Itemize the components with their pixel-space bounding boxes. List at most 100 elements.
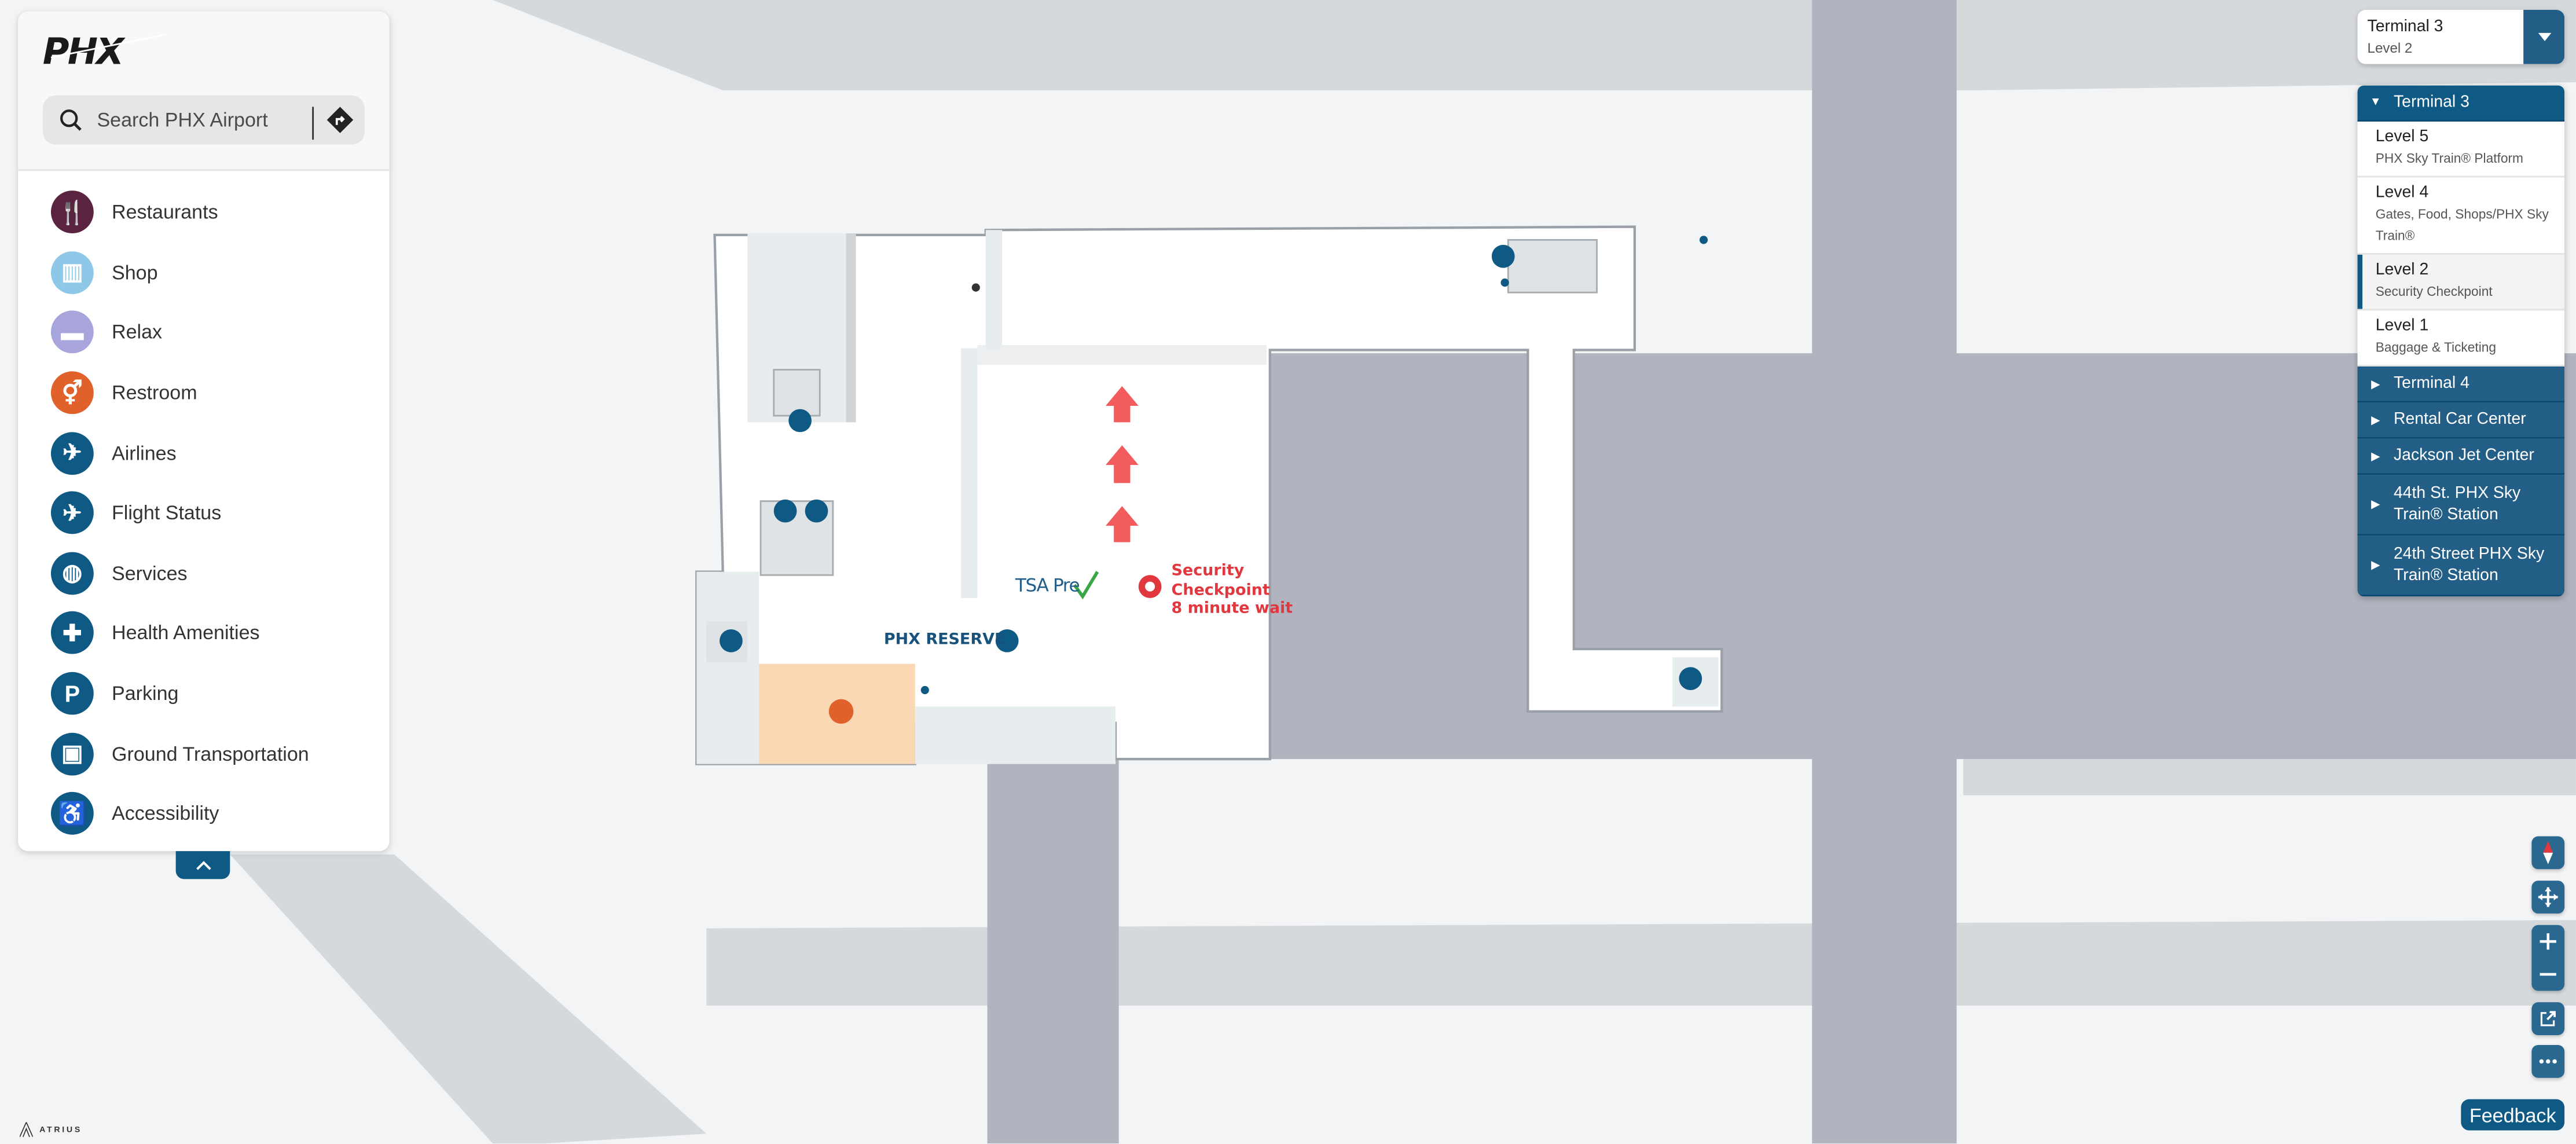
elevator-icon [1679,667,1702,690]
phx-reserve-label[interactable]: PHX RESERVE [883,630,1006,650]
atrius-logo: ATRIUS [20,1122,82,1137]
restroom-icon [828,699,854,724]
up-arrow-icon [1105,386,1139,542]
collapse-sidebar-button[interactable] [175,851,230,879]
building-option[interactable]: ▶24th Street PHX Sky Train® Station [2357,536,2565,597]
checkmark-icon [1073,571,1099,600]
caret-right-icon: ▶ [2371,379,2380,391]
tsa-precheck-label: TSA Pre [1015,575,1080,597]
security-wait: 8 minute wait [1171,599,1293,618]
caret-right-icon: ▶ [2371,415,2380,427]
elevator-icon [720,629,743,652]
armchair-icon: ▬ [50,311,94,354]
phx-logo: PHX [43,31,166,67]
plus-icon [2540,933,2556,950]
airline-counter-icon: ✈ [50,431,94,475]
caret-right-icon: ▶ [2371,559,2380,571]
category-relax[interactable]: ▬ Relax [18,303,389,363]
category-label: Relax [111,321,163,344]
category-airlines[interactable]: ✈ Airlines [18,423,389,483]
building-option[interactable]: ▶ 44th St. PHX Sky Train® Station [2357,475,2565,536]
category-parking[interactable]: P Parking [18,663,389,724]
category-health-amenities[interactable]: ✚Health Amenities [18,603,389,663]
zoom-in-button[interactable] [2540,925,2556,958]
building-label: Jackson Jet Center [2393,446,2534,465]
category-shop[interactable]: ▥Shop [18,243,389,303]
level-name: Level 4 [2375,184,2429,203]
pan-button[interactable] [2531,881,2565,914]
escalator-icon [1491,244,1515,268]
category-label: Restaurants [111,201,218,224]
category-ground-transportation[interactable]: ▣ Ground Transportation [18,724,389,784]
sidebar-panel: PHX 🍴 Restaurants ▥Shop ▬ Relax ⚥Restroom ✈ Air… [18,11,390,852]
category-label: Flight Status [111,501,222,525]
zoom-controls [2531,925,2565,991]
caret-down-icon [2537,32,2551,41]
escalator-icon [788,409,812,432]
level-name: Level 5 [2375,128,2429,146]
escalator-icon [773,499,797,523]
category-label: Services [111,562,188,585]
level-dropdown-menu: ▼ Terminal 3 Level 5 PHX Sky Train® Platf… [2357,85,2565,597]
directions-icon[interactable] [326,107,354,133]
level-description: PHX Sky Train® Platform [2375,151,2523,166]
level-option-level-5[interactable]: Level 5 PHX Sky Train® Platform [2357,122,2565,178]
level-description: Gates, Food, Shops/PHX Sky Train® [2375,207,2549,244]
minus-icon [2540,973,2556,976]
caret-down-icon: ▼ [2369,97,2381,109]
building-label: 44th St. PHX Sky Train® Station [2393,485,2521,525]
category-label: Accessibility [111,802,219,826]
compass-button[interactable] [2531,836,2565,870]
category-restroom[interactable]: ⚥Restroom [18,363,389,423]
selected-level: Level 2 [2367,39,2413,56]
building-option[interactable]: ▶ Terminal 4 [2357,366,2565,403]
caret-right-icon: ▶ [2371,451,2380,463]
building-label: Terminal 4 [2393,375,2469,393]
category-label: Airlines [111,441,177,465]
security-title: Security Checkpoint [1171,562,1270,599]
level-description: Security Checkpoint [2375,284,2493,299]
move-arrows-icon [2538,887,2558,907]
category-flight-status[interactable]: ✈Flight Status [18,483,389,543]
level-selector[interactable]: Terminal 3 Level 2 [2357,10,2565,64]
category-services[interactable]: ◍ Services [18,543,389,603]
category-label: Parking [111,681,179,705]
reserve-icon [995,629,1019,652]
external-link-icon [2540,1011,2556,1026]
category-label: Ground Transportation [111,742,309,765]
divider [312,107,314,140]
globe-icon: ◍ [50,552,94,595]
feedback-button[interactable]: Feedback [2461,1099,2565,1131]
parking-icon: P [50,672,94,715]
wheelchair-icon: ♿ [50,792,94,835]
search-input[interactable] [97,95,303,145]
more-options-button[interactable] [2531,1044,2565,1078]
level-dropdown-button[interactable] [2523,10,2565,64]
level-option-level-2[interactable]: Level 2 Security Checkpoint [2357,254,2565,311]
restroom-icon: ⚥ [50,371,94,415]
category-restaurants[interactable]: 🍴 Restaurants [18,182,389,243]
level-option-level-4[interactable]: Level 4 Gates, Food, Shops/PHX Sky Train® [2357,177,2565,255]
building-terminal-3[interactable]: ▼ Terminal 3 [2357,85,2565,122]
building-label: Rental Car Center [2393,410,2526,429]
security-checkpoint-label[interactable]: Security Checkpoint 8 minute wait [1171,562,1293,619]
search-icon [60,109,82,131]
bus-icon: ▣ [50,732,94,775]
caret-right-icon: ▶ [2371,498,2380,511]
level-name: Level 2 [2375,261,2429,280]
zoom-out-button[interactable] [2540,958,2556,991]
share-button[interactable] [2531,1002,2565,1035]
search-bar[interactable] [42,95,365,145]
fork-knife-icon: 🍴 [50,191,94,234]
category-accessibility[interactable]: ♿ Accessibility [18,784,389,844]
escalator-icon [805,499,828,523]
building-label: Terminal 3 [2393,93,2469,112]
shopping-icon: ▥ [50,251,94,294]
building-option[interactable]: ▶ Jackson Jet Center [2357,438,2565,475]
building-option[interactable]: ▶ Rental Car Center [2357,402,2565,439]
selected-building: Terminal 3 [2367,18,2443,36]
atrius-mark-icon [20,1122,33,1137]
more-dots-icon [2539,1059,2557,1064]
